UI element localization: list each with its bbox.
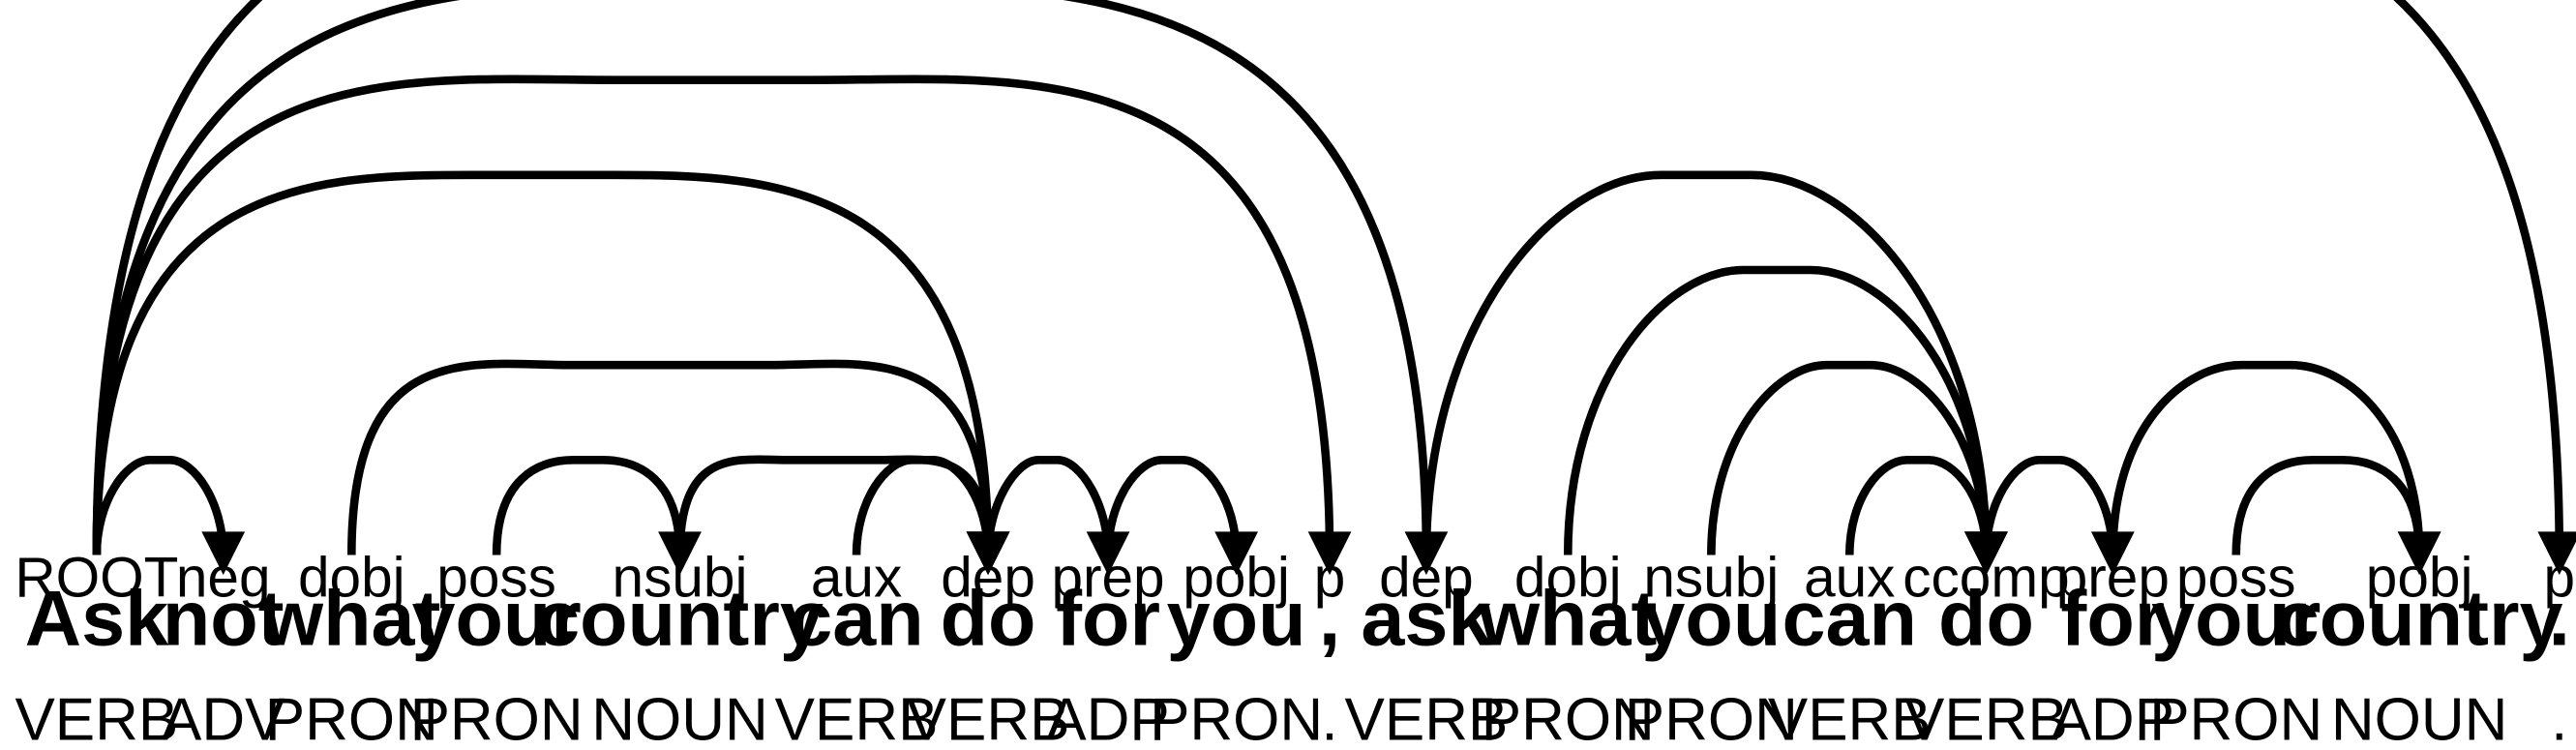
pos-tag-6: VERB: [907, 687, 1070, 750]
dep-label-9: p: [1314, 547, 1346, 610]
token-word-2[interactable]: what: [261, 575, 440, 662]
dependency-arc-aux: [852, 456, 993, 555]
pos-tag-2: PRON: [265, 687, 438, 750]
arrowhead-pobj: [2397, 531, 2441, 576]
token-word-7[interactable]: for: [1056, 575, 1160, 662]
dep-label-12: nsubj: [1643, 547, 1779, 610]
pos-tag-5: VERB: [775, 687, 939, 750]
dep-label-5: aux: [811, 547, 902, 610]
token-word-6[interactable]: do: [941, 575, 1036, 662]
dependency-arc-p: [92, 75, 1334, 555]
token-word-12[interactable]: you: [1641, 575, 1781, 662]
dependency-arc-dobj: [1563, 265, 1991, 555]
dep-label-8: pobj: [1183, 547, 1290, 610]
token-word-0[interactable]: Ask: [25, 575, 169, 662]
pos-tag-12: PRON: [1625, 687, 1798, 750]
pos-tag-1: ADV: [162, 687, 285, 750]
dependency-arc-p: [92, 0, 2564, 555]
pos-tag-10: VERB: [1345, 687, 1509, 750]
dependency-arc-poss: [492, 456, 684, 555]
dep-label-4: nsubj: [613, 547, 748, 610]
dependency-arc-prep: [983, 456, 1113, 555]
dep-label-15: prep: [2056, 547, 2170, 610]
token-word-11[interactable]: what: [1478, 575, 1657, 662]
dependency-arc-aux: [1844, 456, 1991, 555]
dependency-arc-nsubj: [1707, 360, 1991, 555]
token-word-16[interactable]: your: [2151, 575, 2321, 662]
token-word-15[interactable]: for: [2060, 575, 2165, 662]
dep-label-10: dep: [1379, 547, 1474, 610]
dependency-arc-pobj: [2109, 360, 2424, 555]
token-word-9[interactable]: ,: [1319, 575, 1340, 662]
dep-label-7: prep: [1051, 547, 1164, 610]
pos-tag-15: ADP: [2052, 687, 2174, 750]
token-word-8[interactable]: you: [1167, 575, 1306, 662]
pos-tag-0: VERB: [15, 687, 178, 750]
dependency-arc-dep: [92, 0, 1431, 555]
arrowhead-neg: [201, 531, 246, 576]
token-word-13[interactable]: can: [1782, 575, 1917, 662]
dependency-arc-ccomp: [1422, 170, 1991, 555]
token-word-1[interactable]: not: [163, 575, 285, 662]
arrowhead-p: [2537, 531, 2576, 576]
token-word-17[interactable]: country: [2276, 575, 2563, 662]
token-word-14[interactable]: do: [1938, 575, 2034, 662]
dependency-arc-dep: [92, 170, 993, 555]
token-word-18[interactable]: .: [2549, 575, 2570, 662]
pos-tag-18: .: [2551, 687, 2567, 750]
pos-tag-8: PRON: [1150, 687, 1323, 750]
pos-tag-13: VERB: [1768, 687, 1932, 750]
token-word-5[interactable]: can: [789, 575, 923, 662]
pos-tag-4: NOUN: [591, 687, 767, 750]
dependency-arc-neg: [92, 456, 228, 555]
pos-tag-14: VERB: [1904, 687, 2068, 750]
dependency-arc-nsubj: [675, 455, 993, 555]
dep-label-17: pobj: [2366, 547, 2473, 610]
dep-label-6: dep: [941, 547, 1035, 610]
dep-label-18: p: [2544, 547, 2576, 610]
dep-label-3: poss: [436, 547, 556, 610]
pos-tag-17: NOUN: [2331, 687, 2507, 750]
token-word-3[interactable]: your: [411, 575, 581, 662]
dependency-arc-poss: [2232, 456, 2424, 555]
pos-tag-16: PRON: [2149, 687, 2322, 750]
dep-label-13: aux: [1804, 547, 1895, 610]
arrowhead-pobj: [1214, 531, 1259, 576]
token-word-4[interactable]: country: [536, 575, 824, 662]
dep-label-16: poss: [2176, 547, 2296, 610]
pos-tag-11: PRON: [1482, 687, 1655, 750]
dependency-arc-pobj: [1103, 456, 1241, 555]
dep-label-1: neg: [176, 547, 271, 610]
dep-label-0: ROOT: [15, 547, 178, 610]
arrowhead-p: [1307, 531, 1352, 576]
arc-layer: [92, 0, 2576, 576]
dep-label-2: dobj: [298, 547, 405, 610]
dep-label-11: dobj: [1514, 547, 1622, 610]
pos-tag-3: PRON: [410, 687, 584, 750]
dep-label-14: ccomp: [1902, 547, 2069, 610]
dependency-arc-prep: [1982, 456, 2117, 555]
token-word-10[interactable]: ask: [1361, 575, 1492, 662]
pos-tag-9: .: [1321, 687, 1337, 750]
dependency-arc-dobj: [347, 359, 993, 555]
pos-tag-7: ADP: [1046, 687, 1169, 750]
